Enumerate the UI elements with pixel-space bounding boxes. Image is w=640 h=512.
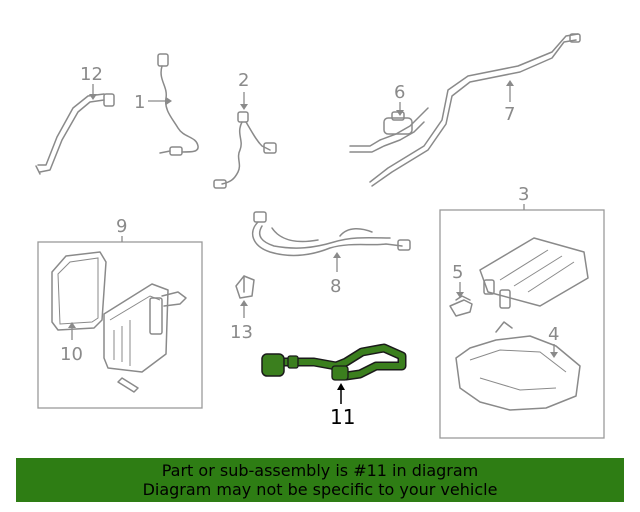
part-3-charcoal-canister[interactable] xyxy=(479,237,589,309)
callout-5: 5 xyxy=(452,262,464,298)
callout-7: 7 xyxy=(504,80,515,125)
assembly-box-3 xyxy=(439,209,605,439)
callout-6: 6 xyxy=(394,82,405,116)
callout-8-label: 8 xyxy=(330,276,341,297)
assembly-box-9 xyxy=(37,241,203,409)
callout-2-label: 2 xyxy=(238,70,249,91)
callout-13-label: 13 xyxy=(230,322,253,343)
part-9-control-module[interactable] xyxy=(103,283,187,393)
callout-6-label: 6 xyxy=(394,82,405,103)
callout-5-label: 5 xyxy=(452,262,463,283)
callout-1: 1 xyxy=(134,92,172,113)
callout-4: 4 xyxy=(548,324,559,358)
part-6-purge-valve[interactable] xyxy=(349,107,429,153)
part-10-cover[interactable] xyxy=(51,251,107,331)
info-banner: Part or sub-assembly is #11 in diagram D… xyxy=(16,458,624,502)
callout-10-label: 10 xyxy=(60,344,83,365)
callout-8: 8 xyxy=(330,252,341,297)
callout-3: 3 xyxy=(518,184,529,210)
part-1-oxygen-sensor[interactable] xyxy=(157,53,199,156)
part-11-hose[interactable] xyxy=(261,343,407,381)
callout-11: 11 xyxy=(330,383,355,429)
callout-1-label: 1 xyxy=(134,92,145,113)
callout-9-label: 9 xyxy=(116,216,127,237)
banner-line-2: Diagram may not be specific to your vehi… xyxy=(142,480,498,499)
callout-11-label: 11 xyxy=(330,405,355,429)
part-8-wiring-harness[interactable] xyxy=(251,211,411,257)
callout-7-label: 7 xyxy=(504,104,515,125)
part-12-pipe[interactable] xyxy=(35,93,115,175)
part-7-vapor-line[interactable] xyxy=(369,33,581,187)
callout-4-label: 4 xyxy=(548,324,559,345)
callout-9: 9 xyxy=(116,216,127,242)
banner-line-1: Part or sub-assembly is #11 in diagram xyxy=(161,461,479,480)
part-4-shield[interactable] xyxy=(455,321,581,411)
callout-10: 10 xyxy=(60,322,83,365)
callout-2: 2 xyxy=(238,70,249,110)
callout-3-label: 3 xyxy=(518,184,529,205)
part-2-oxygen-sensor[interactable] xyxy=(213,111,277,189)
callout-12: 12 xyxy=(80,64,103,100)
callout-12-label: 12 xyxy=(80,64,103,85)
part-5-valve[interactable] xyxy=(449,295,473,317)
parts-diagram: 12 1 2 6 xyxy=(35,33,605,439)
callout-13: 13 xyxy=(230,300,253,343)
part-13-bracket[interactable] xyxy=(235,275,255,299)
